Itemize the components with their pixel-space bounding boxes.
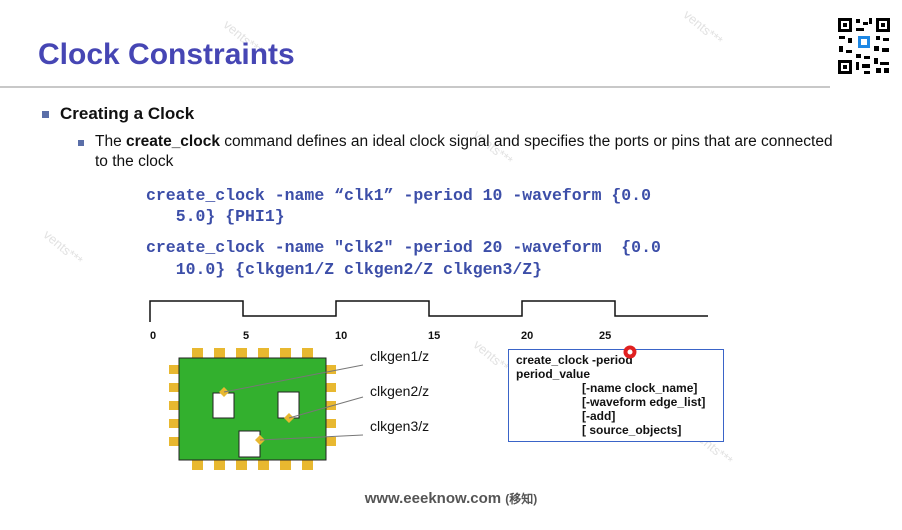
clock-waveform — [149, 300, 708, 322]
chip-diagram — [169, 348, 364, 470]
description-keyword: create_clock — [126, 133, 220, 150]
description-prefix: The — [95, 133, 127, 150]
syntax-line: [-name clock_name] — [582, 381, 698, 395]
tick-20: 20 — [521, 330, 534, 342]
pin-label-clkgen1: clkgen1/z — [370, 348, 430, 364]
title-divider — [0, 86, 830, 88]
sub-bullet-marker — [78, 140, 84, 146]
tick-15: 15 — [428, 330, 441, 342]
tick-0: 0 — [150, 330, 157, 342]
tick-25: 25 — [599, 330, 612, 342]
watermark: vents*** — [680, 6, 726, 49]
pin-label-clkgen3: clkgen3/z — [370, 418, 430, 434]
code-line-2: 5.0} {PHI1} — [146, 207, 285, 226]
pin-label-clkgen2: clkgen2/z — [370, 383, 430, 399]
description-rest: command defines an ideal clock signal an… — [95, 133, 833, 170]
qr-code-icon — [836, 16, 892, 76]
syntax-line: [-waveform edge_list] — [582, 395, 706, 409]
syntax-line: [-add] — [582, 409, 616, 423]
syntax-line: create_clock -period — [516, 353, 633, 367]
code-line-4: 10.0} {clkgen1/Z clkgen2/Z clkgen3/Z} — [146, 260, 543, 279]
cursor-marker-icon — [623, 345, 637, 359]
slide-title: Clock Constraints — [38, 38, 295, 71]
bullet-marker — [42, 111, 49, 118]
syntax-line: [ source_objects] — [582, 423, 682, 437]
footer-note: (移知) — [505, 492, 538, 506]
footer: www.eeeknow.com (移知) — [0, 490, 902, 507]
bullet-description: The create_clock command defines an idea… — [95, 132, 835, 172]
footer-site: www.eeeknow.com — [364, 490, 502, 507]
code-line-3: create_clock -name "clk2" -period 20 -wa… — [146, 238, 661, 257]
tick-10: 10 — [335, 330, 348, 342]
syntax-box: create_clock -period period_value [-name… — [508, 349, 724, 442]
code-line-1: create_clock -name “clk1” -period 10 -wa… — [146, 186, 651, 205]
syntax-line: period_value — [516, 367, 591, 381]
bullet-heading: Creating a Clock — [60, 104, 195, 123]
tick-5: 5 — [243, 330, 250, 342]
watermark: vents*** — [40, 226, 86, 269]
